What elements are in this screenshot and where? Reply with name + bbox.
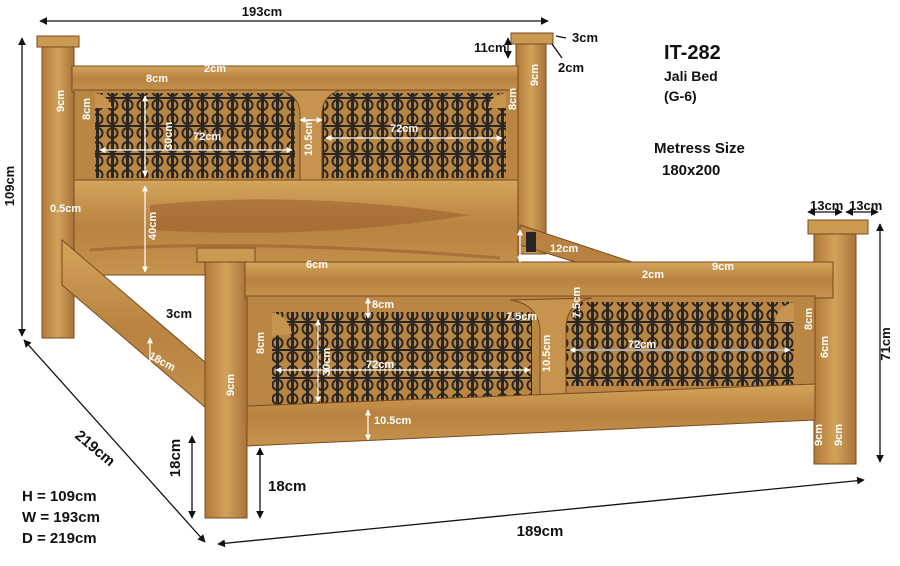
overall-width: W = 193cm <box>22 509 100 526</box>
label-head-frame-right: 8cm <box>507 88 519 110</box>
model-name: Jali Bed <box>664 68 718 84</box>
inner-dimension-lines <box>99 95 791 441</box>
label-foot-arch-left: 7.5cm <box>506 311 537 323</box>
label-foot-frame-mid: 6cm <box>819 336 831 358</box>
label-head-width: 193cm <box>242 4 282 19</box>
label-head-panel-height: 30cm <box>163 122 175 150</box>
label-foot-height: 71cm <box>878 327 893 360</box>
foot-jali-right <box>566 302 794 386</box>
head-post-right <box>515 41 547 255</box>
label-head-stile-right: 9cm <box>529 64 541 86</box>
label-foot-frame-right: 8cm <box>803 308 815 330</box>
label-side-rail-inner: 2cm <box>642 269 664 281</box>
model-variant: (G-6) <box>664 88 697 104</box>
label-side-rail-height: 12cm <box>550 243 578 255</box>
dimension-lines <box>18 17 884 548</box>
label-head-stile-left: 9cm <box>55 90 67 112</box>
head-top-rail <box>71 65 519 93</box>
label-foot-top-rail: 8cm <box>372 299 394 311</box>
mattress-label: Metress Size <box>654 140 745 157</box>
head-post-left-cap <box>36 35 80 48</box>
foot-post-left <box>204 259 248 519</box>
label-foot-frame-left: 8cm <box>255 332 267 354</box>
overall-depth: D = 219cm <box>22 530 97 547</box>
head-post-right-cap <box>510 32 554 45</box>
label-leg-front: 18cm <box>268 478 306 495</box>
label-head-frame-left: 8cm <box>81 98 93 120</box>
label-head-panel-right: 72cm <box>390 123 418 135</box>
label-foot-panel-height: 30cm <box>321 348 333 376</box>
label-foot-arch-right: 7.5cm <box>571 287 583 318</box>
label-foot-center-post: 10.5cm <box>541 334 553 372</box>
label-foot-leg-b: 9cm <box>833 424 845 446</box>
label-foot-panel-right: 72cm <box>628 339 656 351</box>
foot-top-rail <box>244 261 834 299</box>
label-head-top-rail: 8cm <box>146 73 168 85</box>
label-side-rail-thick: 3cm <box>166 306 192 321</box>
label-leg-side: 18cm <box>167 439 184 477</box>
head-jali-left <box>95 93 295 178</box>
rail-bracket <box>526 232 536 252</box>
label-foot-width: 189cm <box>517 523 564 540</box>
label-post-cap-a: 3cm <box>572 30 598 45</box>
label-foot-leg-a: 9cm <box>813 424 825 446</box>
label-slat: 6cm <box>306 259 328 271</box>
label-head-panel-left: 72cm <box>193 131 221 143</box>
foot-post-right-cap <box>807 219 869 235</box>
head-jali-right <box>322 93 506 178</box>
foot-post-left-cap <box>196 247 256 263</box>
label-head-board-gap: 0.5cm <box>50 203 81 215</box>
head-post-left <box>41 43 75 339</box>
overall-height: H = 109cm <box>22 488 97 505</box>
label-head-height: 109cm <box>2 166 17 206</box>
footboard <box>196 219 869 519</box>
dim-length <box>23 339 206 543</box>
label-head-center-post: 10.5cm <box>303 118 315 156</box>
label-foot-post-b: 13cm <box>849 198 882 213</box>
label-head-top-gap: 2cm <box>204 63 226 75</box>
dim-foot-width <box>217 476 865 548</box>
label-foot-gap: 9cm <box>712 261 734 273</box>
label-foot-post-a: 13cm <box>810 198 843 213</box>
label-head-lower-board: 40cm <box>147 212 159 240</box>
label-foot-post-front: 9cm <box>225 374 237 396</box>
overall-dimensions: H = 109cm W = 193cm D = 219cm <box>22 486 100 549</box>
label-length: 219cm <box>72 427 119 470</box>
foot-jali-left <box>272 312 532 406</box>
label-head-post-cap: 11cm <box>474 40 507 55</box>
foot-bottom-rail <box>246 383 816 447</box>
model-code: IT-282 <box>664 42 721 64</box>
label-foot-bottom-rail: 10.5cm <box>374 415 412 427</box>
label-post-cap-b: 2cm <box>558 60 584 75</box>
label-foot-panel-left: 72cm <box>366 359 394 371</box>
mattress-size: 180x200 <box>662 162 721 179</box>
headboard <box>36 32 554 339</box>
